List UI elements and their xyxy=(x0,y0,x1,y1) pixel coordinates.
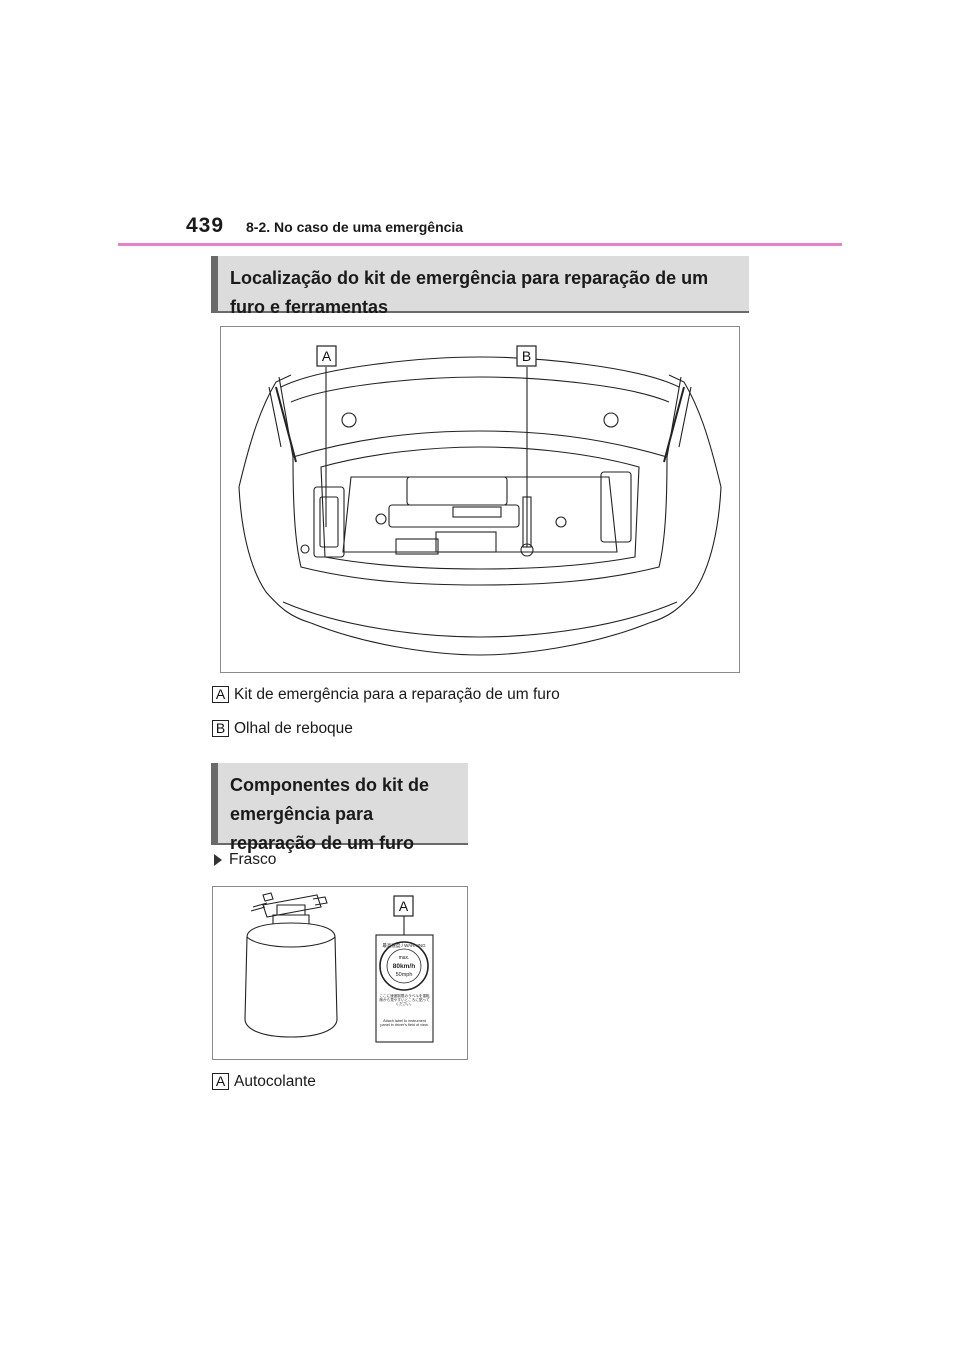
bottle-drawing: 最高速度 / WARNING max. 80km/h 50mph ここに速度制限… xyxy=(244,892,434,1043)
section-heading-location-text: Localização do kit de emergência para re… xyxy=(230,268,709,317)
figure-label-box-b xyxy=(516,345,537,367)
sticker-jp-note: ここに速度制限のラベルを運転席から見やすいところに貼ってください。 xyxy=(379,994,430,1007)
caption-badge-a: A xyxy=(212,686,229,703)
bullet-arrow-icon xyxy=(214,854,222,866)
sticker-en-note: Attach label to instrument panel in driv… xyxy=(380,1019,429,1028)
sticker-warning-text: 最高速度 / WARNING xyxy=(382,942,426,949)
caption-sticker: Autocolante xyxy=(234,1073,316,1090)
section-heading-components-text: Componentes do kit de emergência para re… xyxy=(230,775,430,853)
figure-label-box-a xyxy=(316,345,337,367)
sticker-max: max. xyxy=(399,955,410,961)
chapter-title: 8-2. No caso de uma emergência xyxy=(246,219,464,235)
figure2-label-box-a xyxy=(393,895,414,917)
figure2-label-a: A xyxy=(399,898,409,914)
caption-tow-eyelet: Olhal de reboque xyxy=(234,720,353,737)
trunk-illustration: A B xyxy=(220,326,740,673)
caption2-badge-a: A xyxy=(212,1073,229,1090)
sticker-speed-mph: 50mph xyxy=(396,972,413,978)
figure-label-a: A xyxy=(322,348,332,364)
page-number: 439 xyxy=(186,214,225,237)
trunk-drawing: A B xyxy=(238,345,722,656)
figure-label-b: B xyxy=(522,348,531,364)
header-divider xyxy=(118,243,842,246)
caption-kit: Kit de emergência para a reparação de um… xyxy=(234,686,560,703)
section-heading-location: Localização do kit de emergência para re… xyxy=(211,256,749,317)
section-heading-components: Componentes do kit de emergência para re… xyxy=(211,763,468,853)
caption-badge-b: B xyxy=(212,720,229,737)
bottle-illustration: 最高速度 / WARNING max. 80km/h 50mph ここに速度制限… xyxy=(212,886,468,1060)
sticker-speed-kmh: 80km/h xyxy=(393,963,415,970)
bullet-bottle: Frasco xyxy=(229,851,277,868)
